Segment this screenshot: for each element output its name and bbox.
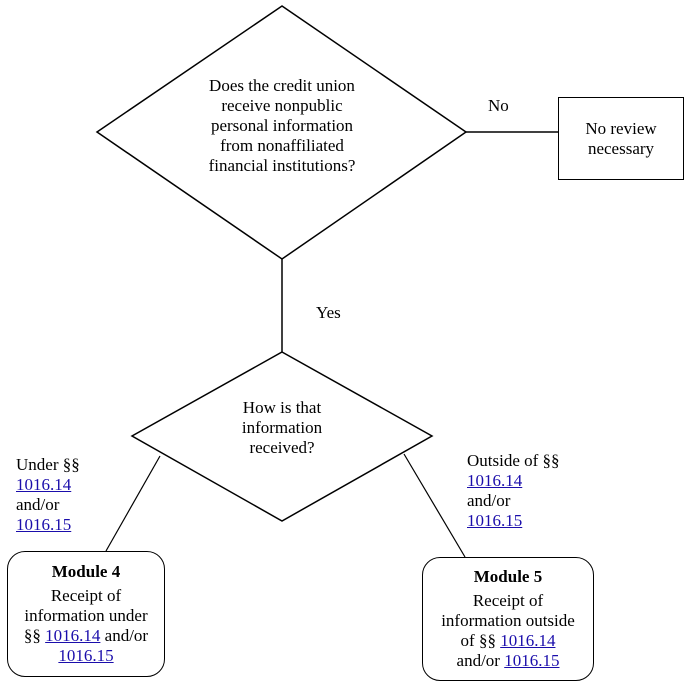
no-review-line: No review — [585, 118, 657, 138]
link-1016-15[interactable]: 1016.15 — [16, 515, 72, 534]
question-line: personal information — [210, 116, 354, 135]
module-5-line: of §§ 1016.14 — [460, 631, 556, 650]
module-5-line: and/or 1016.15 — [456, 651, 560, 670]
right-branch-label: Outside of §§ 1016.14 and/or 1016.15 — [467, 451, 607, 531]
module-4-box: Module 4 Receipt of information under §§… — [7, 551, 165, 677]
link-1016-14[interactable]: 1016.14 — [500, 631, 556, 650]
decision-diamond-how-received — [130, 351, 434, 522]
branch-middle: and/or — [467, 491, 511, 510]
branch-prefix: Under §§ — [16, 455, 80, 474]
module-4-line: information under — [24, 606, 148, 625]
link-1016-14[interactable]: 1016.14 — [467, 471, 523, 490]
module-5-line: Receipt of — [472, 591, 544, 610]
question-line: from nonaffiliated — [220, 136, 344, 155]
decision-question-receive-info: Does the credit union receive nonpublic … — [182, 76, 382, 176]
link-1016-15[interactable]: 1016.15 — [58, 646, 114, 665]
module-4-line: Receipt of — [50, 586, 122, 605]
question-line: receive nonpublic — [221, 96, 343, 115]
link-1016-15[interactable]: 1016.15 — [467, 511, 523, 530]
branch-middle: and/or — [16, 495, 60, 514]
decision-question-how-received: How is that information received? — [212, 398, 352, 458]
link-1016-14[interactable]: 1016.14 — [16, 475, 72, 494]
branch-prefix: Outside of §§ — [467, 451, 560, 470]
module-5-line: information outside — [441, 611, 575, 630]
module-5-title: Module 5 — [473, 567, 543, 586]
connector-left-branch — [105, 455, 161, 552]
no-label: No — [488, 96, 509, 115]
question-line: How is that — [242, 398, 322, 417]
connector-right-branch — [403, 453, 466, 558]
question-line: received? — [249, 438, 315, 457]
module-4-title: Module 4 — [51, 562, 121, 581]
question-line: Does the credit union — [209, 76, 355, 95]
no-review-box: No review necessary — [558, 97, 684, 180]
yes-label: Yes — [316, 303, 341, 322]
module-4-line: §§ 1016.14 and/or — [23, 626, 149, 645]
module-5-box: Module 5 Receipt of information outside … — [422, 557, 594, 681]
no-review-line: necessary — [587, 138, 655, 158]
left-branch-label: Under §§ 1016.14 and/or 1016.15 — [16, 455, 126, 535]
question-line: information — [241, 418, 323, 437]
link-1016-15[interactable]: 1016.15 — [504, 651, 560, 670]
link-1016-14[interactable]: 1016.14 — [45, 626, 101, 645]
question-line: financial institutions? — [208, 156, 356, 175]
